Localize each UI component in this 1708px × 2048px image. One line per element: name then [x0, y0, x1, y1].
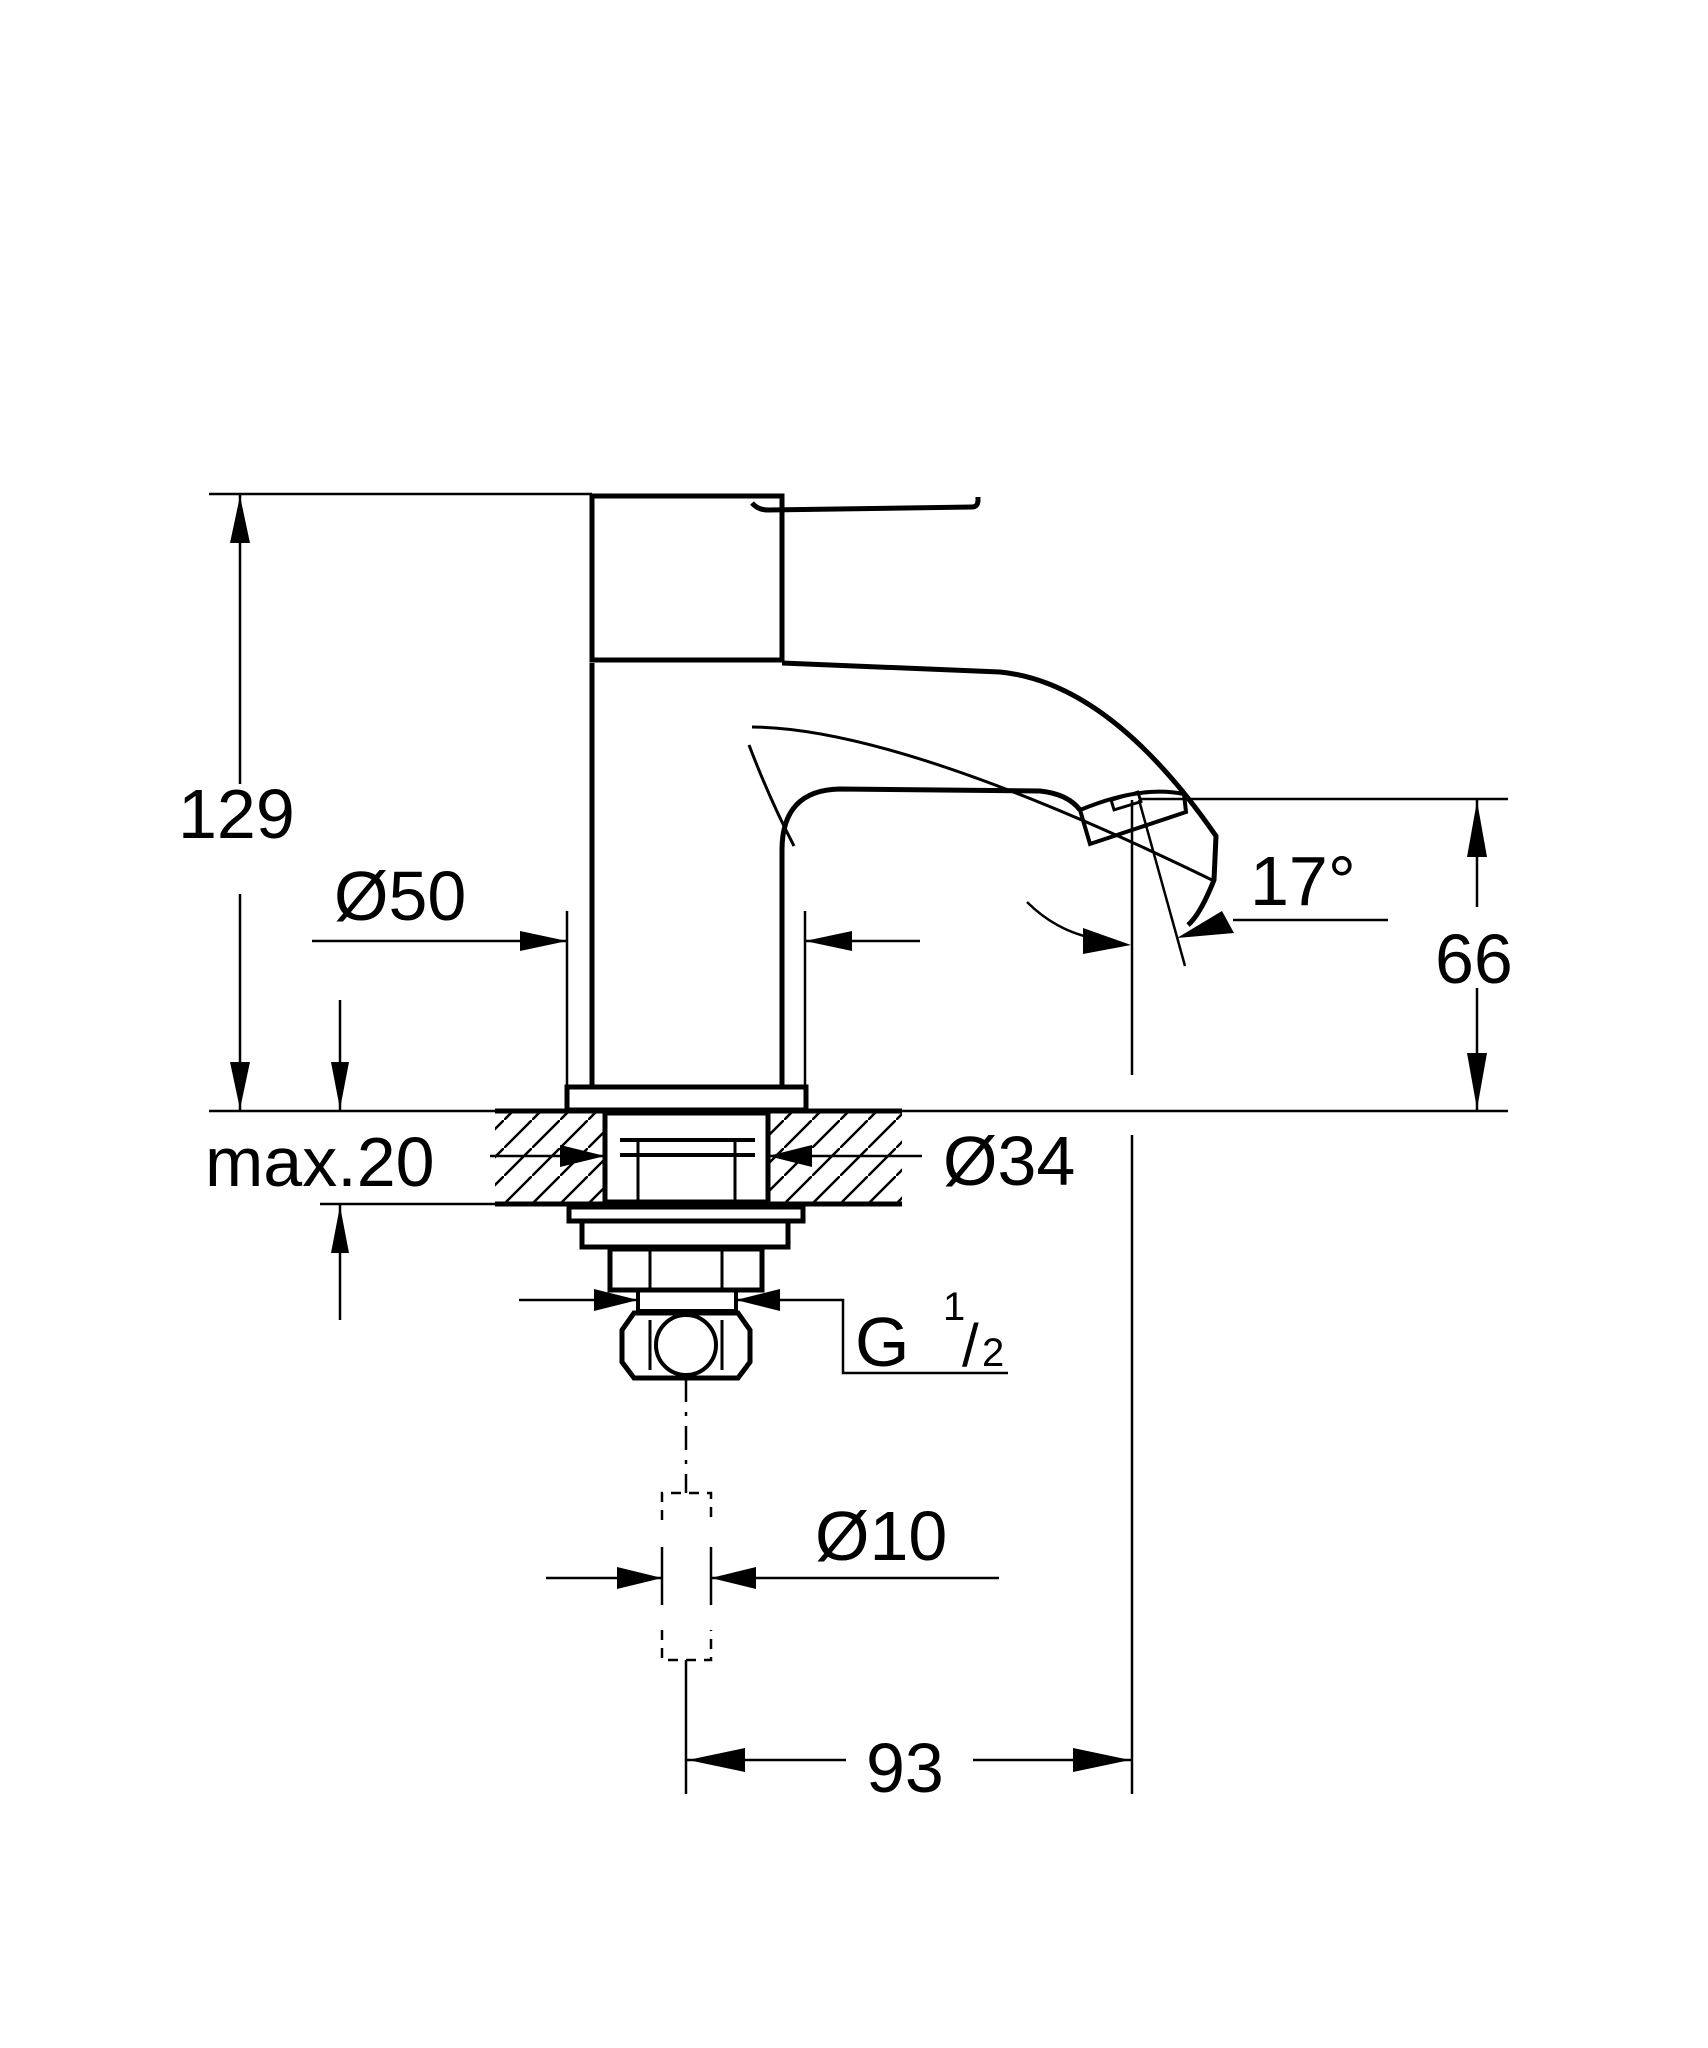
dim-supply-diameter: Ø10	[815, 1497, 947, 1575]
tap-body	[589, 663, 1082, 1087]
hex-nut	[619, 1310, 753, 1381]
dim-hole-diameter: Ø34	[943, 1122, 1075, 1200]
spout	[781, 660, 1219, 927]
thread-connector	[636, 1288, 738, 1313]
dim-thread-denominator: 2	[982, 1331, 1004, 1375]
dim-height-129: 129	[178, 775, 295, 853]
aerator	[1077, 789, 1189, 847]
dim-spout-height: 66	[1435, 920, 1513, 998]
dim-thread-slash: /	[962, 1312, 979, 1379]
fixing-nut	[607, 1246, 765, 1293]
shank	[602, 1110, 771, 1205]
dim-thread-numerator: 1	[943, 1285, 965, 1329]
lever	[750, 497, 981, 513]
arrowheads	[230, 496, 1487, 1772]
supply-hose-outline	[660, 1630, 713, 1662]
dim-angle: 17°	[1250, 842, 1356, 920]
dim-countertop-thickness: max.20	[205, 1123, 435, 1201]
dim-projection: 93	[866, 1729, 944, 1807]
dim-thread-g: G	[855, 1303, 909, 1381]
base-plate	[564, 1084, 809, 1113]
handle-block	[589, 493, 785, 663]
dim-body-diameter: Ø50	[334, 857, 466, 935]
